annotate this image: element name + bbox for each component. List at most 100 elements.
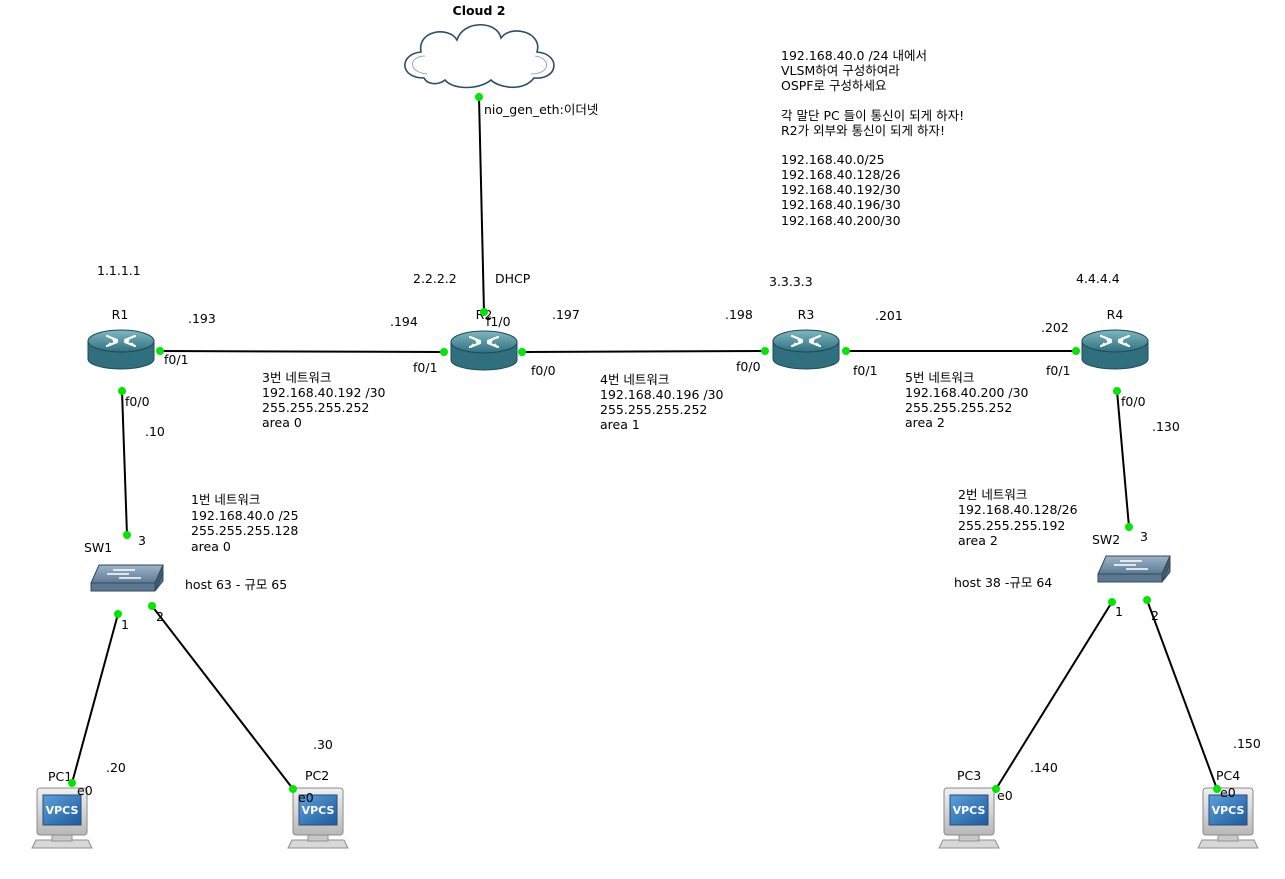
note-line: VLSM하여 구성하여라	[781, 63, 900, 78]
router-id: 4.4.4.4	[1076, 271, 1120, 286]
router-id: 1.1.1.1	[97, 263, 141, 278]
router-name: R3	[798, 307, 815, 322]
router-id: 3.3.3.3	[769, 274, 813, 289]
vpcs-icon	[938, 787, 1000, 849]
switch-name: SW2	[1092, 532, 1120, 547]
network-info-5: 5번 네트워크 192.168.40.200 /30 255.255.255.2…	[905, 370, 1029, 430]
port-label-r3-f00: f0/0	[736, 359, 761, 374]
note-line: 192.168.40.0 /24 내에서	[781, 48, 927, 63]
network-line: 192.168.40.0 /25	[191, 508, 299, 523]
port-dot	[123, 531, 131, 539]
port-dot	[156, 347, 164, 355]
port-dot	[842, 347, 850, 355]
network-line: 192.168.40.196 /30	[600, 387, 724, 402]
network-info-3: 3번 네트워크 192.168.40.192 /30 255.255.255.2…	[262, 370, 386, 430]
network-line: 192.168.40.128/26	[958, 502, 1078, 517]
port-dot	[289, 785, 297, 793]
network-line: area 2	[905, 415, 945, 430]
pc-pc3[interactable]: VPCS PC3 e0 .140	[938, 760, 1058, 849]
notes-block: 192.168.40.0 /24 내에서 VLSM하여 구성하여라 OSPF로 …	[781, 48, 964, 228]
router-r2[interactable]: R2 2.2.2.2 DHCP	[413, 271, 531, 372]
router-icon	[1080, 328, 1150, 371]
pc-name: PC4	[1216, 768, 1240, 783]
note-line: OSPF로 구성하세요	[781, 78, 886, 93]
pc-port: e0	[1220, 785, 1236, 800]
network-info-4: 4번 네트워크 192.168.40.196 /30 255.255.255.2…	[600, 372, 724, 432]
vpcs-badge: VPCS	[302, 804, 335, 817]
link-sw2-pc3	[995, 601, 1113, 790]
port-dot	[114, 610, 122, 618]
port-dot	[1113, 387, 1121, 395]
host-label: .197	[552, 307, 580, 322]
port-label-sw2-p1: 1	[1115, 604, 1123, 619]
network-line: area 2	[958, 533, 998, 548]
pc-host: .150	[1233, 736, 1261, 751]
host-label: .10	[145, 424, 165, 439]
port-dot	[475, 93, 483, 101]
link-r4-sw2	[1116, 390, 1130, 528]
host-label: .201	[875, 308, 903, 323]
port-dots	[68, 93, 1221, 793]
port-dot	[1072, 347, 1080, 355]
cloud-name: Cloud 2	[453, 3, 506, 18]
switch-sw2[interactable]: SW2	[1092, 532, 1171, 583]
host-labels: .193 .194 .197 .198 .201 .202 .10 .130	[145, 307, 1180, 439]
port-dot	[1143, 596, 1151, 604]
switch-sw1[interactable]: SW1	[84, 540, 164, 592]
network-line: 255.255.255.252	[600, 402, 707, 417]
network-line: 1번 네트워크	[191, 492, 260, 507]
cloud-node[interactable]: Cloud 2 nio_gen_eth:이더넷	[404, 3, 598, 117]
cloud-port-label: nio_gen_eth:이더넷	[484, 102, 598, 117]
note-line: 각 말단 PC 들이 통신이 되게 하자!	[781, 108, 964, 123]
link-cloud-r2	[478, 96, 485, 313]
pc-name: PC1	[48, 769, 72, 784]
port-label-r1-f00: f0/0	[125, 394, 150, 409]
network-line: 255.255.255.192	[958, 518, 1065, 533]
router-id: 2.2.2.2	[413, 271, 457, 286]
port-label-r2-f00: f0/0	[531, 363, 556, 378]
pc-name: PC3	[957, 768, 981, 783]
port-label-sw1-p1: 1	[121, 617, 129, 632]
network-line: 192.168.40.192 /30	[262, 385, 386, 400]
note-line: 192.168.40.128/26	[781, 167, 901, 182]
host-count-sw2: host 38 -규모 64	[954, 575, 1052, 590]
pc-port: e0	[77, 783, 93, 798]
port-dot	[1125, 523, 1133, 531]
port-label-r2-f10: f1/0	[486, 314, 511, 329]
vpcs-badge: VPCS	[953, 804, 986, 817]
pc-pc2[interactable]: VPCS PC2 e0 .30	[287, 737, 349, 849]
network-line: 255.255.255.128	[191, 523, 298, 538]
host-label: .198	[725, 307, 753, 322]
port-label-r4-f00: f0/0	[1121, 394, 1146, 409]
port-label-sw2-p2: 2	[1151, 608, 1159, 623]
router-r1[interactable]: R1 1.1.1.1	[86, 263, 156, 371]
router-r4[interactable]: R4 4.4.4.4	[1076, 271, 1150, 371]
pc-name: PC2	[305, 768, 329, 783]
vpcs-icon	[287, 787, 349, 849]
port-dot	[480, 308, 488, 316]
vpcs-badge: VPCS	[1212, 804, 1245, 817]
port-label-sw2-p3: 3	[1140, 529, 1148, 544]
vpcs-badge: VPCS	[46, 804, 79, 817]
network-line: 2번 네트워크	[958, 487, 1027, 502]
host-label: .202	[1041, 320, 1069, 335]
port-labels: f1/0 f0/1 f0/0 f0/1 f0/0 f0/0 f0/1 f0/1 …	[121, 314, 1159, 632]
router-name: R1	[112, 307, 129, 322]
link-r2-r3	[521, 350, 766, 353]
pc-pc4[interactable]: VPCS PC4 e0 .150	[1197, 736, 1261, 849]
link-sw1-pc1	[71, 613, 119, 784]
port-dot	[68, 779, 76, 787]
link-sw1-pc2	[151, 605, 294, 790]
port-dot	[118, 387, 126, 395]
port-label-r1-f01: f0/1	[164, 352, 189, 367]
port-label-sw1-p3: 3	[138, 533, 146, 548]
link-r1-r2	[159, 350, 445, 353]
router-icon	[86, 328, 156, 371]
pc-port: e0	[997, 788, 1013, 803]
pc-pc1[interactable]: VPCS PC1 e0 .20	[31, 760, 126, 849]
link-sw2-pc4	[1146, 599, 1218, 790]
network-line: 3번 네트워크	[262, 370, 331, 385]
port-dot	[992, 785, 1000, 793]
router-r3[interactable]: R3 3.3.3.3	[769, 274, 841, 371]
